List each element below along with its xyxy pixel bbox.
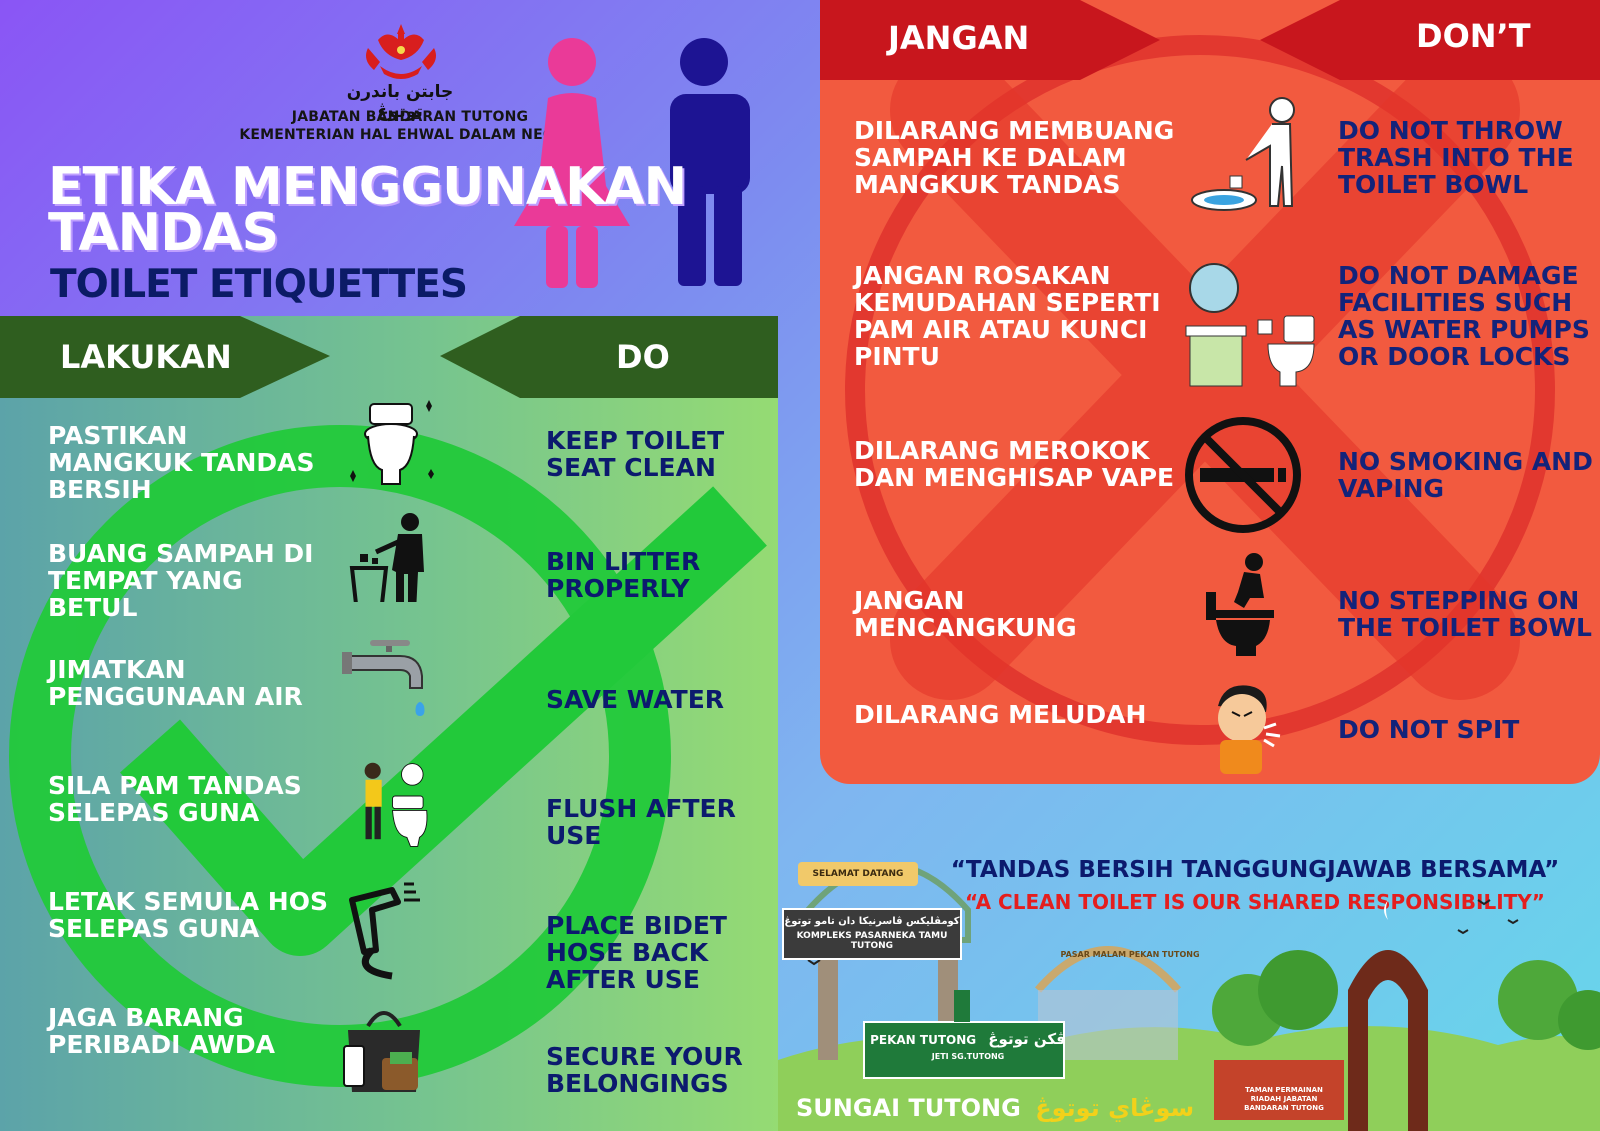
dont-item-english: NO SMOKING AND VAPING	[1338, 447, 1593, 503]
do-item-malay: JIMATKAN PENGGUNAAN AIR	[48, 655, 303, 711]
river-label: SUNGAI TUTONG سوڠاي توتوڠ	[796, 1094, 1194, 1122]
do-label-malay: LAKUKAN	[60, 338, 232, 376]
do-label-english: DO	[616, 338, 670, 376]
dont-item-malay: JANGAN MENCANGKUNG	[854, 586, 1077, 642]
do-banner	[0, 316, 778, 398]
dont-item-english: DO NOT SPIT	[1338, 715, 1520, 744]
do-item-english: PLACE BIDET HOSE BACK AFTER USE	[546, 911, 727, 994]
trash-bin-icon	[349, 513, 424, 602]
sign-kompleks: كومڤليکس ڤاسرنيکا دان تامو توتوڠ KOMPLEK…	[782, 908, 962, 960]
ministry-name: KEMENTERIAN HAL EHWAL DALAM NEGERI	[239, 127, 581, 143]
dont-label-malay: JANGAN	[888, 19, 1030, 57]
sign-jeti: JETI SG.TUTONG	[931, 1052, 1005, 1061]
female-figure-icon	[514, 38, 630, 288]
male-figure-icon	[670, 38, 750, 286]
dont-item-malay: DILARANG MEROKOK DAN MENGHISAP VAPE	[854, 436, 1175, 492]
throw-trash-toilet-icon	[1191, 97, 1295, 211]
bathroom-facilities-icon	[1185, 263, 1315, 387]
brunei-crest-icon	[366, 24, 436, 79]
sign-selamat-datang: SELAMAT DATANG	[798, 862, 918, 886]
slogan-malay: “TANDAS BERSIH TANGGUNGJAWAB BERSAMA”	[950, 857, 1560, 883]
belongings-icon	[343, 1011, 420, 1092]
squatting-on-toilet-icon	[1206, 553, 1274, 656]
do-item-english: BIN LITTER PROPERLY	[546, 547, 701, 603]
do-item-malay: BUANG SAMPAH DI TEMPAT YANG BETUL	[48, 539, 314, 622]
do-item-english: FLUSH AFTER USE	[546, 794, 736, 850]
dont-item-english: NO STEPPING ON THE TOILET BOWL	[1338, 586, 1592, 642]
page-title-line1: ETIKA MENGGUNAKAN	[48, 157, 687, 217]
dont-label-english: DON’T	[1416, 17, 1531, 55]
sign-pekan-tutong-arabic: ڤکن توتوڠ	[988, 1030, 1066, 1048]
page-subtitle: TOILET ETIQUETTES	[50, 262, 468, 307]
dont-item-malay: DILARANG MELUDAH	[854, 700, 1147, 729]
sign-pekan-tutong-text: PEKAN TUTONG	[870, 1033, 977, 1047]
org-name: JABATAN BANDARAN TUTONG	[291, 109, 529, 125]
dont-item-english: DO NOT DAMAGE FACILITIES SUCH AS WATER P…	[1338, 261, 1590, 371]
dont-item-malay: DILARANG MEMBUANG SAMPAH KE DALAM MANGKU…	[854, 116, 1175, 199]
tutong-landmarks-scene	[778, 862, 1600, 1131]
do-item-malay: LETAK SEMULA HOS SELEPAS GUNA	[48, 887, 328, 943]
do-item-malay: SILA PAM TANDAS SELEPAS GUNA	[48, 771, 302, 827]
water-tap-icon	[342, 640, 425, 716]
flush-toilet-icon	[364, 762, 428, 847]
river-label-arabic: سوڠاي توتوڠ	[1035, 1094, 1195, 1122]
sign-kompleks-arabic: كومڤليکس ڤاسرنيکا دان تامو توتوڠ	[784, 916, 960, 927]
check-mark-icon	[9, 425, 767, 1087]
dont-banner	[820, 0, 1600, 80]
dont-item-malay: JANGAN ROSAKAN KEMUDAHAN SEPERTI PAM AIR…	[854, 261, 1161, 371]
do-item-english: SAVE WATER	[546, 685, 725, 714]
no-smoking-icon	[1185, 417, 1301, 533]
restroom-figures-icon	[514, 38, 750, 288]
do-item-malay: PASTIKAN MANGKUK TANDAS BERSIH	[48, 421, 315, 504]
do-item-malay: JAGA BARANG PERIBADI AWDA	[48, 1003, 276, 1059]
dont-item-english: DO NOT THROW TRASH INTO THE TOILET BOWL	[1338, 116, 1574, 199]
page-title-line2: TANDAS	[48, 203, 279, 263]
org-name-arabic: جابتن باندرن توتوڠ	[346, 82, 454, 122]
sign-pasar-malam: PASAR MALAM PEKAN TUTONG	[1060, 950, 1200, 959]
sign-pekan-tutong: PEKAN TUTONG ڤکن توتوڠ JETI SG.TUTONG	[866, 1030, 1070, 1061]
sign-kompleks-text: KOMPLEKS PASARNEKA TAMU TUTONG	[796, 931, 948, 951]
do-item-english: KEEP TOILET SEAT CLEAN	[546, 426, 725, 482]
spitting-boy-icon	[1218, 685, 1281, 774]
clean-toilet-icon	[350, 400, 434, 485]
bidet-spray-icon	[349, 882, 420, 980]
park-sign: TAMAN PERMAINAN RIADAH JABATAN BANDARAN …	[1244, 1086, 1324, 1112]
slogan-english: “A CLEAN TOILET IS OUR SHARED RESPONSIBI…	[965, 890, 1545, 914]
river-label-latin: SUNGAI TUTONG	[796, 1094, 1021, 1122]
do-item-english: SECURE YOUR BELONGINGS	[546, 1042, 743, 1098]
